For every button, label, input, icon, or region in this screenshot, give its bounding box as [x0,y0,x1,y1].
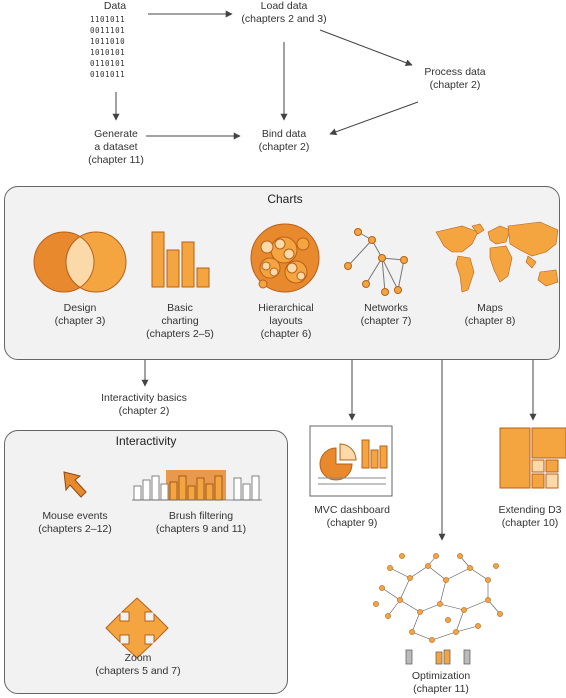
interactivity-basics-title: Interactivity basics [101,392,187,404]
optimization-title: Optimization [411,670,471,682]
interactivity-title: Interactivity [115,434,177,448]
optimization-chapter: (chapter 11) [413,683,469,695]
brush-title: Brush filtering [168,510,234,522]
zoom-label: Zoom (chapters 5 and 7) [84,652,192,678]
flow-arrows [112,10,537,541]
process-chapter: (chapter 2) [429,79,481,91]
zoom-title: Zoom [124,652,152,664]
binary-line: 1010101 [90,48,126,57]
mouse-chapter: (chapters 2–12) [38,523,112,535]
optimization-label: Optimization (chapter 11) [396,670,486,696]
hier-title: Hierarchical [258,302,314,314]
basic-title: Basic [167,302,193,314]
design-chapter: (chapter 3) [54,315,106,327]
mouse-cursor-icon [63,471,87,498]
generate-title: Generate [94,128,138,140]
data-title: Data [103,0,127,12]
dashboard-icon [309,425,393,497]
brush-filtering-label: Brush filtering (chapters 9 and 11) [144,510,258,536]
hier-chapter: (chapter 6) [260,328,312,340]
design-title: Design [63,302,97,314]
bind-data-label: Bind data (chapter 2) [244,128,324,154]
brush-chapter: (chapters 9 and 11) [155,523,247,535]
circle-pack-icon [250,223,320,293]
mouse-title: Mouse events [42,510,108,522]
load-data-label: Load data (chapters 2 and 3) [234,0,334,26]
bind-chapter: (chapter 2) [258,141,310,153]
generate-title-2: a dataset [94,141,138,153]
load-title: Load data [260,0,308,12]
world-map-icon [435,221,559,293]
hierarchical-label: Hierarchical layouts (chapter 6) [244,302,328,341]
zoom-chapter: (chapters 5 and 7) [95,665,181,677]
network-icon [344,228,408,296]
load-chapter: (chapters 2 and 3) [241,13,327,25]
networks-label: Networks (chapter 7) [346,302,426,328]
extending-title: Extending D3 [498,504,562,516]
optimization-network-icon [373,553,503,665]
mvc-dashboard-label: MVC dashboard (chapter 9) [306,504,398,530]
networks-chapter: (chapter 7) [360,315,412,327]
interactivity-basics-label: Interactivity basics (chapter 2) [86,392,202,418]
binary-line: 0011101 [90,26,126,35]
process-title: Process data [424,66,486,78]
generate-dataset-label: Generate a dataset (chapter 11) [80,128,152,167]
mvc-chapter: (chapter 9) [326,517,378,529]
zoom-arrows-icon [105,597,169,659]
generate-chapter: (chapter 11) [88,154,144,166]
treemap-icon [499,427,566,489]
networks-title: Networks [364,302,408,314]
binary-line: 1011010 [90,37,126,46]
design-label: Design (chapter 3) [40,302,120,328]
binary-line: 0110101 [90,59,126,68]
extending-chapter: (chapter 10) [501,517,559,529]
hier-title-2: layouts [269,315,303,327]
maps-title: Maps [477,302,503,314]
basic-charting-label: Basic charting (chapters 2–5) [140,302,220,341]
binary-line: 0101011 [90,70,126,79]
charts-title: Charts [267,192,303,206]
extending-d3-label: Extending D3 (chapter 10) [494,504,566,530]
brush-filter-icon [132,470,262,501]
maps-chapter: (chapter 8) [464,315,516,327]
process-data-label: Process data (chapter 2) [410,66,500,92]
binary-line: 1101011 [90,15,126,24]
basic-title-2: charting [161,315,199,327]
data-label: Data [90,0,140,13]
maps-label: Maps (chapter 8) [450,302,530,328]
bar-chart-icon [151,231,210,288]
mvc-title: MVC dashboard [314,504,390,516]
mouse-events-label: Mouse events (chapters 2–12) [30,510,120,536]
interactivity-basics-chapter: (chapter 2) [118,405,170,417]
design-venn-icon [33,231,127,293]
bind-title: Bind data [261,128,307,140]
basic-chapter: (chapters 2–5) [146,328,214,340]
binary-data: 1101011 0011101 1011010 1010101 0110101 … [90,14,125,80]
